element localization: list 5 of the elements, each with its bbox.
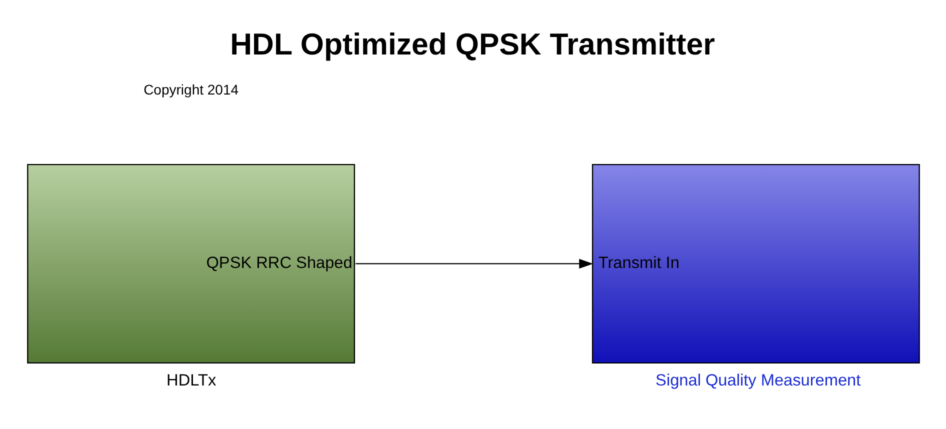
node-label: Signal Quality Measurement [655,370,860,389]
arrow [355,258,593,268]
node-label: HDLTx [166,370,216,389]
diagram-title: HDL Optimized QPSK Transmitter [230,28,714,62]
label: Copyright 2014 [143,81,238,98]
